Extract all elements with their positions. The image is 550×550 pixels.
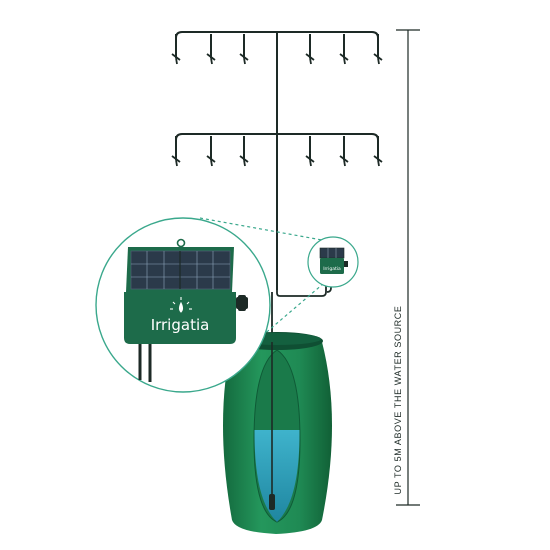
dripper	[239, 34, 249, 65]
controller-body: Irrigatia	[124, 292, 248, 344]
zoom-connector	[199, 217, 331, 337]
dripper	[339, 34, 349, 65]
tank-water	[254, 430, 300, 522]
dripper	[171, 136, 181, 167]
dripper	[239, 136, 249, 167]
dripper	[305, 136, 315, 167]
pump-filter	[269, 494, 275, 510]
brand-label: Irrigatia	[151, 316, 210, 334]
dripper	[206, 34, 216, 65]
solar-panel	[126, 247, 234, 292]
dripper	[171, 34, 181, 65]
irrigatia-logo-icon	[170, 297, 192, 313]
lower-drippers	[171, 136, 383, 167]
height-indicator: UP TO 5M ABOVE THE WATER SOURCE	[393, 29, 420, 506]
height-label: UP TO 5M ABOVE THE WATER SOURCE	[393, 306, 403, 495]
controller-pipes	[271, 276, 332, 338]
controller-outlet-pipes	[138, 344, 152, 382]
dripper	[373, 136, 383, 167]
dripper	[373, 34, 383, 65]
water-tank	[223, 332, 332, 534]
controller-zoom-circle: Irrigatia	[95, 217, 271, 393]
small-brand-label: Irrigatia	[323, 266, 341, 272]
small-controller-circle: Irrigatia	[307, 236, 359, 288]
dripper	[305, 34, 315, 65]
upper-drippers	[171, 34, 383, 65]
dripper	[206, 136, 216, 167]
dripper	[339, 136, 349, 167]
